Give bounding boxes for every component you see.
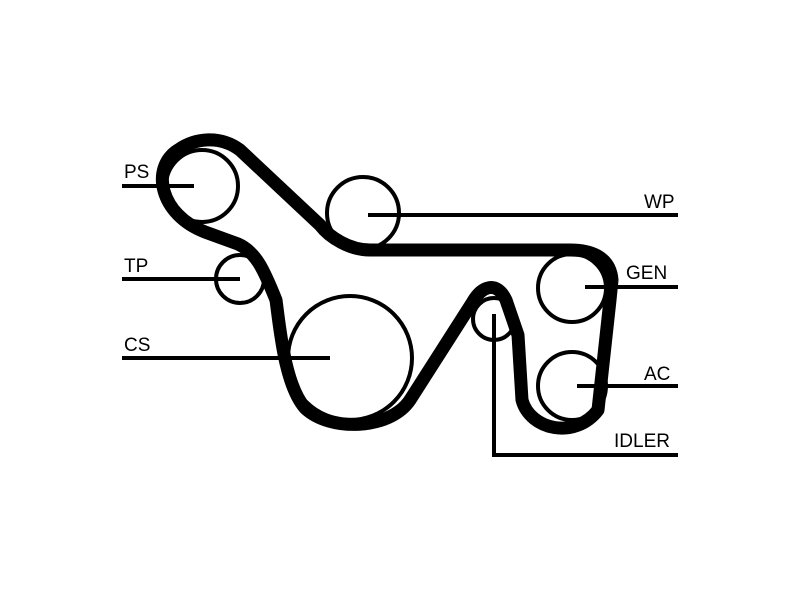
wp-label: WP <box>644 192 675 213</box>
cs-label: CS <box>124 335 150 356</box>
ac-label: AC <box>644 364 670 385</box>
ps-label: PS <box>124 162 149 183</box>
idler-label: IDLER <box>614 431 670 452</box>
idler-leader-line <box>492 314 678 457</box>
gen-label: GEN <box>626 263 667 284</box>
tp-label: TP <box>124 256 148 277</box>
drive-belt <box>156 133 619 435</box>
